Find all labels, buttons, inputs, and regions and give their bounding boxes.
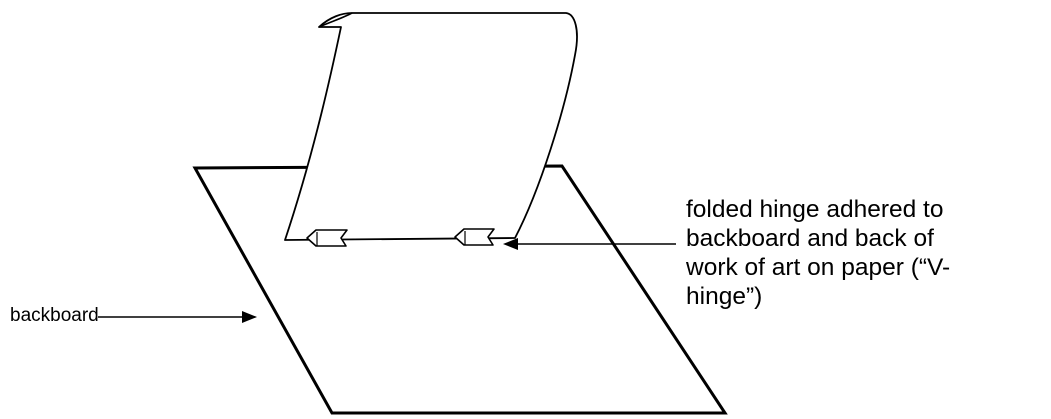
hinge-callout-label: folded hinge adhered to backboard and ba… xyxy=(686,195,950,311)
hinge-callout-line-2: backboard and back of xyxy=(686,225,934,252)
hinge-tab-right xyxy=(454,228,495,246)
hinge-callout-line-1: folded hinge adhered to xyxy=(686,196,944,223)
sheet-curl xyxy=(318,12,353,28)
hinge-callout-line-3: work of art on paper (“V- xyxy=(686,254,951,281)
hinge-pointer-arrow xyxy=(503,238,676,250)
backboard-pointer-arrow xyxy=(98,311,257,323)
hinge-tab-left xyxy=(306,229,348,247)
hinge-callout-line-4: hinge”) xyxy=(686,283,763,310)
backboard-label: backboard xyxy=(10,305,99,326)
